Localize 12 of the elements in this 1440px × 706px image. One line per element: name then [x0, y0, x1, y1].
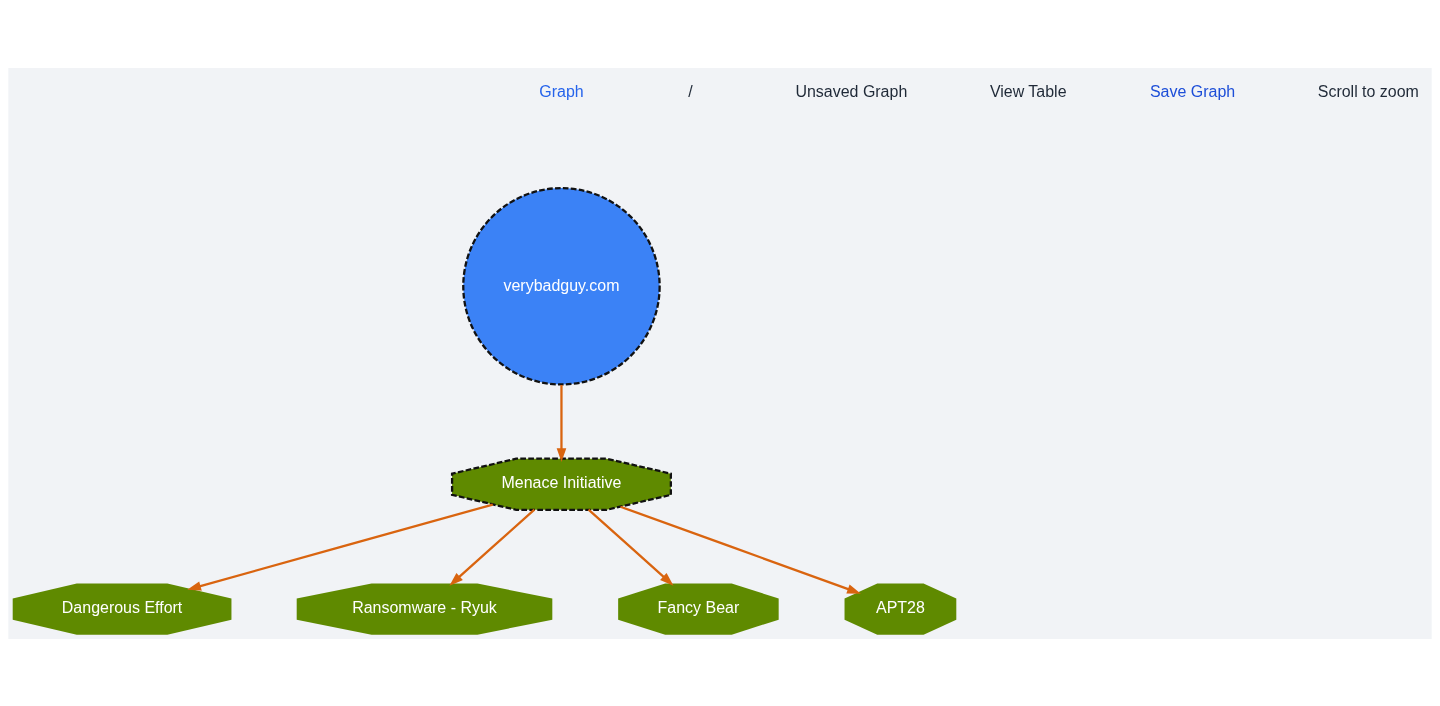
arrow	[187, 502, 494, 591]
label: /	[688, 82, 693, 100]
arrow	[620, 505, 861, 594]
label: View Table	[989, 82, 1067, 100]
arrow	[449, 508, 536, 586]
label: Unsaved Graph	[795, 82, 908, 100]
node-circle: verybadguy.com	[462, 186, 661, 386]
arrow	[556, 384, 567, 462]
label: Graph	[539, 82, 584, 100]
label: Scroll to zoom	[1317, 82, 1419, 100]
label: Save Graph	[1149, 82, 1236, 100]
arrow	[587, 508, 674, 586]
